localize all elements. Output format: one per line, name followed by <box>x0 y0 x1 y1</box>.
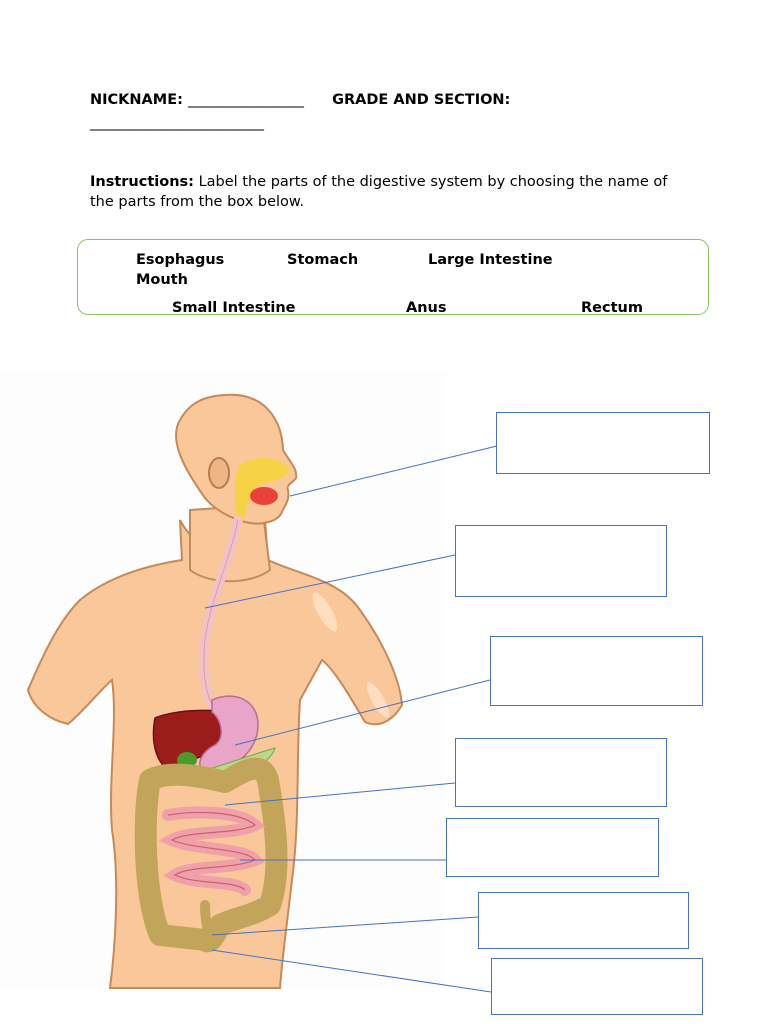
rectum <box>200 900 217 950</box>
answer-box-5[interactable] <box>446 818 659 877</box>
answer-box-2[interactable] <box>455 525 667 597</box>
leader-line-7 <box>211 949 492 993</box>
word-anus: Anus <box>406 300 447 316</box>
leader-line-3 <box>234 679 491 746</box>
answer-box-1[interactable] <box>496 412 710 474</box>
leader-line-6 <box>211 916 479 936</box>
digestive-system-illustration <box>0 372 498 993</box>
word-large-intestine: Large Intestine <box>428 252 553 268</box>
word-esophagus: Esophagus <box>136 252 225 268</box>
tongue <box>250 487 278 505</box>
leader-line-4 <box>224 782 456 806</box>
answer-box-6[interactable] <box>478 892 689 949</box>
arm-highlight-right <box>366 682 390 718</box>
large-intestine <box>134 757 288 953</box>
word-rectum: Rectum <box>581 300 643 316</box>
instructions: Instructions: Label the parts of the dig… <box>90 172 690 212</box>
word-small-intestine: Small Intestine <box>172 300 296 316</box>
leader-line-2 <box>204 554 456 609</box>
shoulder-highlight-right <box>312 592 338 632</box>
word-mouth: Mouth <box>136 272 188 288</box>
leader-lines <box>204 445 498 993</box>
leader-line-1 <box>289 445 498 497</box>
instructions-text: Label the parts of the digestive system … <box>90 174 668 210</box>
grade-section-blank[interactable]: ________________________ <box>90 115 264 131</box>
answer-box-4[interactable] <box>455 738 667 807</box>
answer-box-3[interactable] <box>490 636 703 706</box>
nickname-label: NICKNAME: <box>90 92 183 108</box>
instructions-lead: Instructions: <box>90 174 194 190</box>
word-stomach: Stomach <box>287 252 359 268</box>
answer-box-7[interactable] <box>491 958 703 1015</box>
nickname-blank[interactable]: ________________ <box>187 92 304 108</box>
header-line: NICKNAME: ________________ GRADE AND SEC… <box>90 92 510 108</box>
grade-section-label: GRADE AND SECTION: <box>332 92 511 108</box>
word-box <box>77 239 709 315</box>
pharynx <box>235 458 290 525</box>
body-ear <box>208 457 230 489</box>
